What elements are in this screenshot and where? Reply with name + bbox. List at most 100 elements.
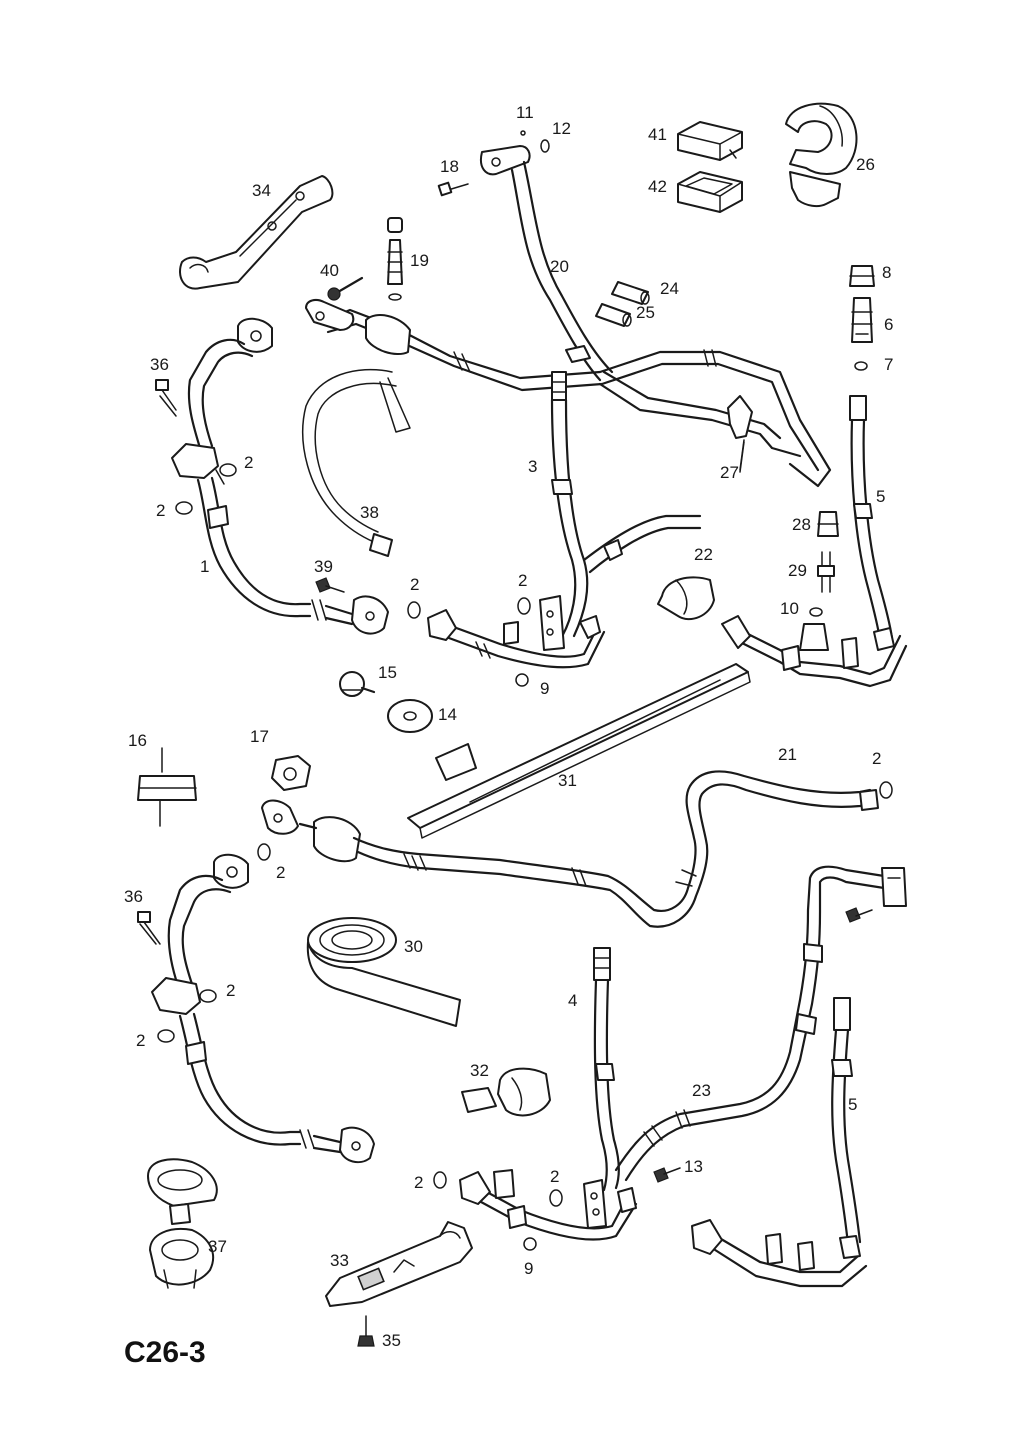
callout-c4: 4 <box>568 991 577 1010</box>
callout-c28: 28 <box>792 515 811 534</box>
callout-c23: 23 <box>692 1081 711 1100</box>
leader-27b <box>739 441 745 473</box>
hose-part-5-top <box>721 395 908 688</box>
bolt-part-13 <box>653 1167 681 1183</box>
clip-part-32 <box>461 1067 551 1117</box>
callout-c2a: 2 <box>244 453 253 472</box>
hose-part-23 <box>614 865 907 1182</box>
bolt-part-18 <box>437 181 469 197</box>
callout-c2d: 2 <box>518 571 527 590</box>
callout-c2f: 2 <box>276 863 285 882</box>
nut-part-17 <box>271 755 311 791</box>
o-ring-part-9-b <box>523 1237 537 1251</box>
callout-c2c: 2 <box>410 575 419 594</box>
callout-c9a: 9 <box>540 679 549 698</box>
o-ring-part-2-f <box>257 843 271 861</box>
callout-c1: 1 <box>200 557 209 576</box>
o-ring-part-9-a <box>515 673 529 687</box>
valve-part-28 <box>817 511 839 537</box>
bracket-part-34 <box>179 175 334 290</box>
bolt-part-36-bottom <box>137 911 161 945</box>
callout-c20: 20 <box>550 257 569 276</box>
diagram-code: C26-3 <box>124 1336 206 1369</box>
callout-c40: 40 <box>320 261 339 280</box>
o-ring-part-2-c <box>407 601 421 619</box>
bolt-part-15 <box>339 671 376 697</box>
callout-c25: 25 <box>636 303 655 322</box>
o-ring-part-11 <box>520 130 526 136</box>
callout-c36a: 36 <box>150 355 169 374</box>
callout-c19: 19 <box>410 251 429 270</box>
callout-c13: 13 <box>684 1157 703 1176</box>
bolt-part-36-top <box>155 379 177 411</box>
hose-part-5-bottom <box>691 997 868 1288</box>
o-ring-part-2-e <box>879 781 893 799</box>
tape-roll-part-30 <box>306 917 461 1027</box>
callout-c36b: 36 <box>124 887 143 906</box>
callout-c2g: 2 <box>226 981 235 1000</box>
hose-part-3 <box>539 371 702 651</box>
callout-c26: 26 <box>856 155 875 174</box>
callout-c5a: 5 <box>876 487 885 506</box>
callout-c24: 24 <box>660 279 679 298</box>
callout-c2i: 2 <box>414 1173 423 1192</box>
callout-c10: 10 <box>780 599 799 618</box>
core-part-29 <box>817 551 835 593</box>
hose-part-21 <box>261 770 879 928</box>
o-ring-part-2-a <box>219 463 237 477</box>
bolt-part-39 <box>315 577 345 593</box>
callout-c30: 30 <box>404 937 423 956</box>
hose-part-1 <box>171 317 389 635</box>
leader-36-top <box>159 395 177 417</box>
callout-c18: 18 <box>440 157 459 176</box>
leader-36-bottom <box>139 923 157 945</box>
callout-c33: 33 <box>330 1251 349 1270</box>
sleeve-part-24 <box>611 281 650 305</box>
pipe-assembly-part-20 <box>305 145 832 488</box>
o-ring-part-2-d <box>517 597 531 615</box>
line-fitting-part-9-bottom <box>459 1169 638 1241</box>
pad-part-42 <box>677 171 743 213</box>
callout-c7: 7 <box>884 355 893 374</box>
valve-body-part-10 <box>799 623 829 651</box>
callout-c34: 34 <box>252 181 271 200</box>
bracket-part-33 <box>325 1221 473 1307</box>
callout-c12: 12 <box>552 119 571 138</box>
callout-c17: 17 <box>250 727 269 746</box>
callout-c3: 3 <box>528 457 537 476</box>
cap-part-8 <box>849 265 875 287</box>
clip-part-22 <box>657 576 715 621</box>
valve-part-19 <box>387 217 403 301</box>
sleeve-part-25 <box>595 303 632 327</box>
callout-c11: 11 <box>516 103 534 122</box>
callout-c2h: 2 <box>136 1031 145 1050</box>
callout-c35: 35 <box>382 1331 401 1350</box>
o-ring-part-10 <box>809 607 823 617</box>
callout-c21: 21 <box>778 745 797 764</box>
callout-c42: 42 <box>648 177 667 196</box>
callout-c22: 22 <box>694 545 713 564</box>
callout-c37: 37 <box>208 1237 227 1256</box>
hose-part-1-lower <box>151 853 375 1164</box>
pad-part-41 <box>677 121 743 161</box>
o-ring-part-7 <box>854 361 868 371</box>
callout-c9b: 9 <box>524 1259 533 1278</box>
clip-part-37 <box>147 1158 218 1289</box>
valve-part-6 <box>851 297 873 343</box>
line-fitting-part-9-top <box>427 609 606 669</box>
callout-c14: 14 <box>438 705 457 724</box>
mount-part-16 <box>137 747 197 827</box>
callout-c2e: 2 <box>872 749 881 768</box>
callout-c27: 27 <box>720 463 739 482</box>
callout-c2j: 2 <box>550 1167 559 1186</box>
callout-c5b: 5 <box>848 1095 857 1114</box>
callout-c16: 16 <box>128 731 147 750</box>
leader-2-top <box>215 469 225 485</box>
hose-part-4 <box>583 947 620 1229</box>
o-ring-part-12 <box>540 139 550 153</box>
rail-part-31 <box>407 663 751 839</box>
bolt-part-23-mount <box>845 907 873 923</box>
